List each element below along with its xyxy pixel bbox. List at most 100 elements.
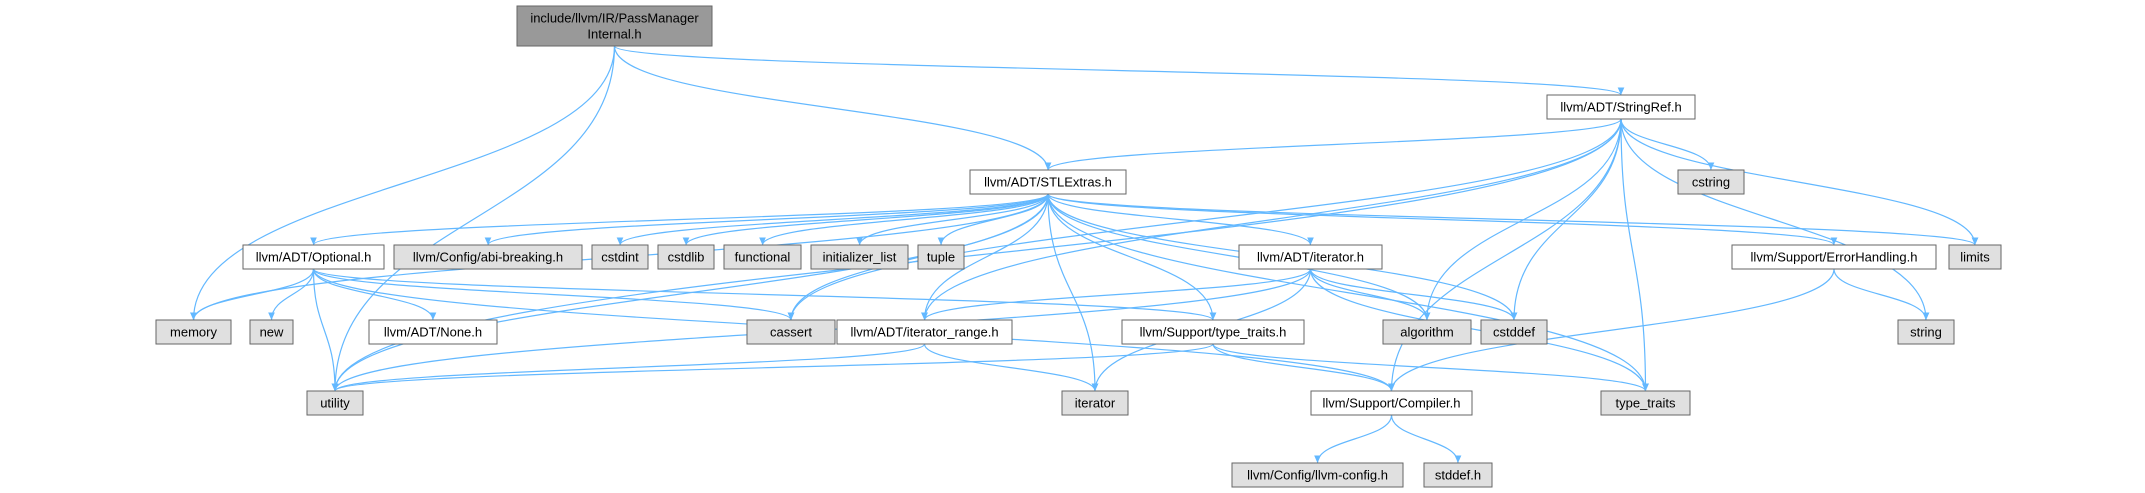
node-iteratorh[interactable]: llvm/ADT/iterator.h [1238, 244, 1383, 270]
node-typetraitsh[interactable]: llvm/Support/type_traits.h [1121, 319, 1305, 345]
node-box [657, 244, 715, 270]
node-label: include/llvm/IR/PassManager [530, 11, 699, 26]
node-label: llvm/Config/abi-breaking.h [413, 250, 563, 265]
edge-stlextras-to-iterator [1047, 193, 1099, 392]
node-label: iterator [1075, 396, 1116, 411]
node-optional[interactable]: llvm/ADT/Optional.h [242, 244, 385, 270]
node-stlextras[interactable]: llvm/ADT/STLExtras.h [969, 169, 1127, 195]
node-box [1480, 319, 1548, 345]
edge-optional-to-utility [312, 268, 339, 392]
node-box [836, 319, 1013, 345]
edge-stringref-to-cstring [1620, 118, 1715, 171]
edge-stlextras-to-cstdlib [682, 193, 1049, 246]
edge-iterrange-to-iterator [923, 343, 1099, 392]
node-label: Internal.h [587, 27, 641, 42]
edge-errorhandling-to-string [1833, 268, 1930, 321]
node-label: llvm/ADT/Optional.h [256, 250, 372, 265]
node-box [1061, 390, 1129, 416]
edge-stringref-to-typetraits [1620, 118, 1649, 392]
node-label: llvm/ADT/STLExtras.h [984, 175, 1112, 190]
edge-iteratorh-to-iterrange [921, 268, 1312, 321]
edge-optional-to-memory [190, 268, 315, 321]
edge-stringref-to-cassert [787, 118, 1622, 321]
node-box [1238, 244, 1383, 270]
node-new: new [249, 319, 294, 345]
node-label: llvm/Support/Compiler.h [1323, 396, 1461, 411]
node-label: functional [735, 250, 791, 265]
node-errorhandling[interactable]: llvm/Support/ErrorHandling.h [1731, 244, 1937, 270]
node-box [1677, 169, 1745, 195]
node-box [917, 244, 965, 270]
node-abibreaking: llvm/Config/abi-breaking.h [393, 244, 583, 270]
node-memory: memory [155, 319, 232, 345]
edge-root-to-utility [331, 45, 616, 392]
node-box [242, 244, 385, 270]
node-box [1231, 462, 1404, 488]
node-compiler[interactable]: llvm/Support/Compiler.h [1310, 390, 1473, 416]
node-cstdint: cstdint [591, 244, 649, 270]
edge-stlextras-to-typetraits [1047, 193, 1649, 392]
node-label: llvm/ADT/iterator_range.h [850, 325, 998, 340]
edge-stlextras-to-functional [759, 193, 1049, 246]
node-box [1382, 319, 1472, 345]
edge-stringref-to-iterrange [921, 118, 1622, 321]
node-box [1600, 390, 1691, 416]
edge-root-to-memory [190, 45, 616, 321]
edge-stlextras-to-optional [310, 193, 1049, 246]
edge-root-to-stringref [613, 45, 1625, 96]
edge-stringref-to-stlextras [1044, 118, 1622, 171]
edge-optional-to-cassert [312, 268, 795, 321]
edge-stringref-to-string [1620, 118, 1930, 321]
node-label: string [1910, 325, 1942, 340]
edge-iteratorh-to-cstddef [1309, 268, 1518, 321]
node-typetraits: type_traits [1600, 390, 1691, 416]
node-cassert: cassert [746, 319, 836, 345]
edge-errorhandling-to-compiler [1388, 268, 1835, 392]
node-box [746, 319, 836, 345]
node-label: new [260, 325, 284, 340]
node-label: cstddef [1493, 325, 1535, 340]
node-box [1546, 94, 1696, 120]
node-label: stddef.h [1435, 468, 1481, 483]
node-functional: functional [723, 244, 802, 270]
edge-compiler-to-stddef [1390, 414, 1462, 464]
node-box [249, 319, 294, 345]
node-noneh[interactable]: llvm/ADT/None.h [368, 319, 498, 345]
edge-stringref-to-compiler [1388, 118, 1622, 392]
node-box [516, 5, 713, 47]
node-llvmconfig: llvm/Config/llvm-config.h [1231, 462, 1404, 488]
node-iterrange[interactable]: llvm/ADT/iterator_range.h [836, 319, 1013, 345]
edge-compiler-to-llvmconfig [1314, 414, 1393, 464]
node-box [810, 244, 909, 270]
node-box [368, 319, 498, 345]
node-label: tuple [927, 250, 955, 265]
edge-stlextras-to-typetraitsh [1047, 193, 1217, 321]
node-stddef: stddef.h [1423, 462, 1493, 488]
node-label: llvm/ADT/None.h [384, 325, 482, 340]
node-label: cstdlib [668, 250, 705, 265]
node-label: utility [320, 396, 350, 411]
edge-stlextras-to-limits [1047, 193, 1979, 246]
node-label: llvm/ADT/StringRef.h [1560, 100, 1681, 115]
edge-stlextras-to-algorithm [1047, 193, 1431, 321]
edge-stlextras-to-errorhandling [1047, 193, 1838, 246]
edge-root-to-stlextras [613, 45, 1052, 171]
node-cstdlib: cstdlib [657, 244, 715, 270]
node-label: type_traits [1616, 396, 1676, 411]
edge-optional-to-typetraitsh [312, 268, 1217, 321]
node-box [969, 169, 1127, 195]
node-stringref[interactable]: llvm/ADT/StringRef.h [1546, 94, 1696, 120]
node-box [1121, 319, 1305, 345]
node-algorithm: algorithm [1382, 319, 1472, 345]
node-label: cassert [770, 325, 812, 340]
node-box [306, 390, 364, 416]
edge-typetraitsh-to-typetraits [1212, 343, 1649, 392]
node-box [155, 319, 232, 345]
node-label: llvm/Support/type_traits.h [1140, 325, 1287, 340]
node-box [723, 244, 802, 270]
edge-typetraitsh-to-compiler [1212, 343, 1395, 392]
edge-iteratorh-to-algorithm [1309, 268, 1431, 321]
